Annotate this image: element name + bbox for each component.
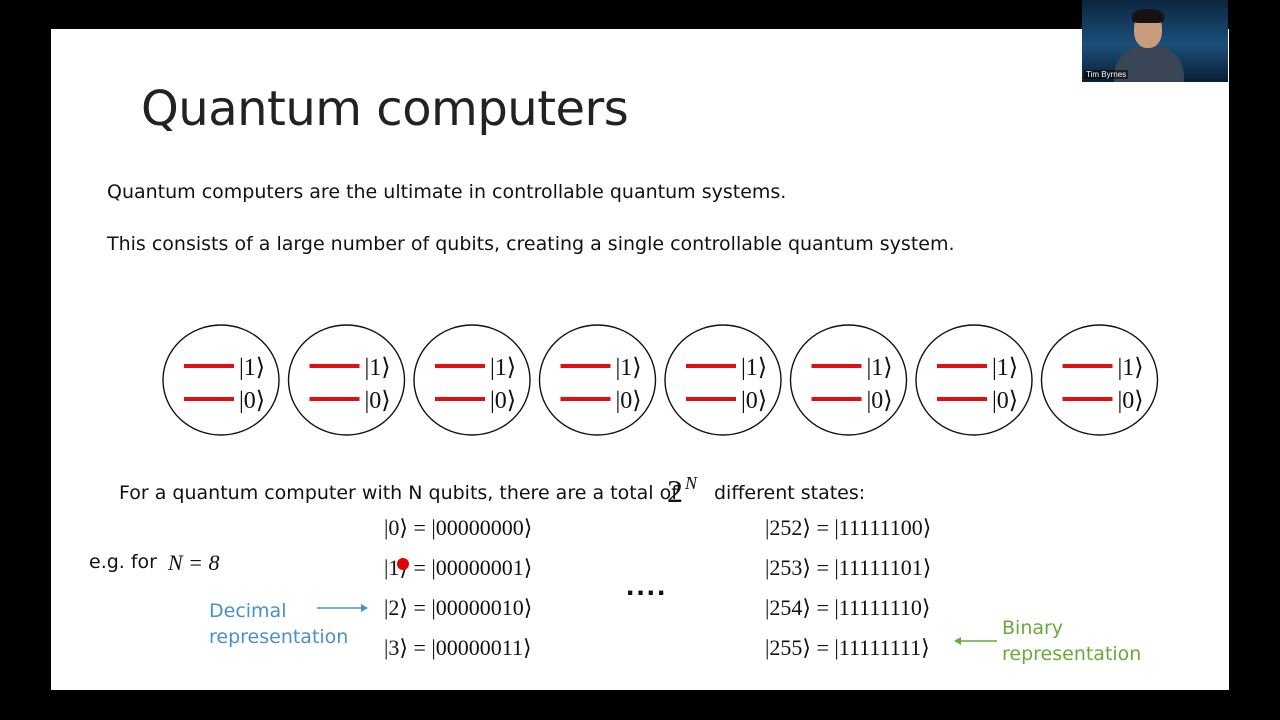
example-math: N = 8 bbox=[168, 550, 220, 575]
ket-upper: |1⟩ bbox=[616, 355, 642, 381]
state-equation: |2⟩ = |00000010⟩ bbox=[384, 595, 533, 620]
intro-line-2: This consists of a large number of qubit… bbox=[107, 233, 955, 255]
qubit-2: |1⟩|0⟩ bbox=[287, 324, 406, 436]
state-equation: |255⟩ = |11111111⟩ bbox=[765, 635, 930, 660]
power-exponent: N bbox=[685, 473, 698, 493]
decimal-label-line-2: representation bbox=[209, 626, 349, 648]
binary-label-line-2: representation bbox=[1002, 643, 1142, 665]
qubit-7: |1⟩|0⟩ bbox=[915, 324, 1033, 436]
binary-label-line-1: Binary bbox=[1002, 617, 1064, 639]
ket-upper: |1⟩ bbox=[239, 355, 265, 381]
state-equation: |252⟩ = |11111100⟩ bbox=[765, 515, 932, 540]
ket-upper: |1⟩ bbox=[867, 355, 893, 381]
ket-upper: |1⟩ bbox=[365, 355, 391, 381]
participant-hair bbox=[1132, 9, 1164, 23]
decimal-label: Decimal representation bbox=[209, 598, 348, 650]
qubit-circle bbox=[664, 324, 782, 436]
ket-upper: |1⟩ bbox=[741, 355, 767, 381]
qubit-circle bbox=[915, 324, 1033, 436]
state-equation: |1⟩ = |00000001⟩ bbox=[384, 555, 533, 580]
ket-upper: |1⟩ bbox=[992, 355, 1018, 381]
participant-name: Tim Byrnes bbox=[1084, 70, 1129, 79]
ket-lower: |0⟩ bbox=[1118, 388, 1144, 414]
states-sentence-after: different states: bbox=[714, 482, 866, 504]
participant-video[interactable]: Tim Byrnes bbox=[1082, 0, 1228, 82]
ket-lower: |0⟩ bbox=[867, 388, 893, 414]
slide-title: Quantum computers bbox=[141, 81, 629, 137]
qubit-circle bbox=[413, 324, 531, 436]
qubit-circle bbox=[789, 324, 908, 436]
qubit-6: |1⟩|0⟩ bbox=[789, 324, 908, 436]
ket-lower: |0⟩ bbox=[741, 388, 767, 414]
example-prefix: e.g. for bbox=[89, 551, 157, 573]
qubit-circle bbox=[1040, 324, 1159, 436]
qubit-circle bbox=[287, 324, 406, 436]
qubit-diagram: |1⟩|0⟩|1⟩|0⟩|1⟩|0⟩|1⟩|0⟩|1⟩|0⟩|1⟩|0⟩|1⟩|… bbox=[162, 324, 1159, 436]
ket-lower: |0⟩ bbox=[365, 388, 391, 414]
qubit-4: |1⟩|0⟩ bbox=[538, 324, 657, 436]
state-equation: |3⟩ = |00000011⟩ bbox=[384, 635, 532, 660]
binary-label: Binary representation bbox=[1002, 615, 1141, 667]
decimal-arrow bbox=[317, 604, 368, 612]
qubit-8: |1⟩|0⟩ bbox=[1040, 324, 1159, 436]
ket-upper: |1⟩ bbox=[490, 355, 516, 381]
state-equation: |0⟩ = |00000000⟩ bbox=[384, 515, 533, 540]
ket-upper: |1⟩ bbox=[1118, 355, 1144, 381]
qubit-circle bbox=[538, 324, 657, 436]
binary-arrow bbox=[954, 637, 997, 645]
power-base: 2 bbox=[667, 473, 683, 509]
qubit-1: |1⟩|0⟩ bbox=[162, 324, 280, 436]
decimal-label-line-1: Decimal bbox=[209, 600, 287, 622]
ellipsis: .... bbox=[626, 569, 668, 602]
state-equation: |254⟩ = |11111110⟩ bbox=[765, 595, 931, 620]
states-sentence-before: For a quantum computer with N qubits, th… bbox=[119, 482, 678, 504]
ket-lower: |0⟩ bbox=[490, 388, 516, 414]
qubit-3: |1⟩|0⟩ bbox=[413, 324, 531, 436]
qubit-5: |1⟩|0⟩ bbox=[664, 324, 782, 436]
ket-lower: |0⟩ bbox=[992, 388, 1018, 414]
ket-lower: |0⟩ bbox=[239, 388, 265, 414]
slide: Quantum computers Quantum computers are … bbox=[51, 29, 1229, 690]
qubit-circle bbox=[162, 324, 280, 436]
intro-line-1: Quantum computers are the ultimate in co… bbox=[107, 181, 787, 203]
ket-lower: |0⟩ bbox=[616, 388, 642, 414]
state-equation: |253⟩ = |11111101⟩ bbox=[765, 555, 932, 580]
laser-pointer bbox=[397, 558, 409, 570]
